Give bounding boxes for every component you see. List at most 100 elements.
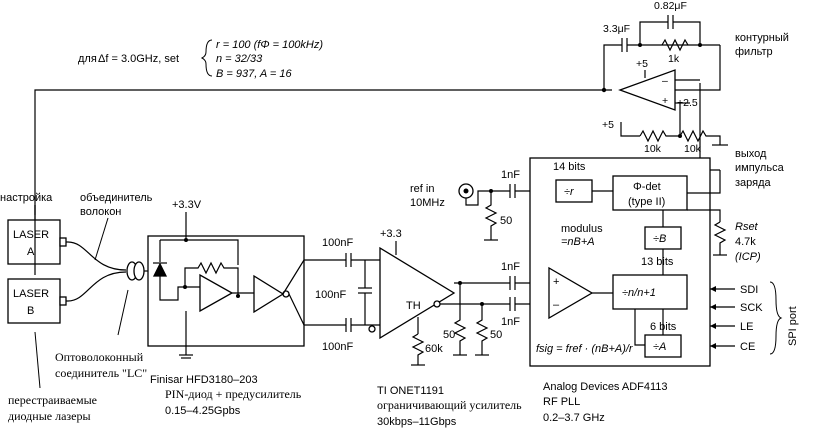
arrow: [710, 304, 716, 310]
resistor-50-b: [475, 304, 489, 355]
inverting-input: [368, 325, 376, 333]
header-eq-b: B = 937, A = 16: [216, 68, 293, 80]
cap-1nf-b-label: 1nF: [501, 316, 520, 328]
fiber-b: [60, 271, 127, 302]
wire: [603, 44, 622, 90]
phase-det-label-1: Φ-det: [633, 181, 661, 193]
div-b-label: ÷B: [653, 233, 666, 245]
combiner-label-1: объединитель: [80, 192, 153, 204]
laser-a-port: [59, 237, 67, 247]
adf-name: Analog Devices ADF4113: [543, 381, 668, 393]
laser-a-label-1: LASER: [13, 229, 49, 241]
laser-b-label-2: B: [27, 305, 34, 317]
loop-filter-label-1: контурный: [735, 32, 789, 44]
ti-range: 30kbps–11Gbps: [377, 416, 457, 428]
opamp-supply: +5: [636, 58, 648, 70]
phase-detector-block: [612, 175, 688, 211]
spi-brace: [769, 281, 783, 355]
modulus-label-2: =nB+A: [561, 236, 595, 248]
resistor-50-ref: [484, 191, 498, 240]
header-prefix: для: [78, 53, 97, 65]
rset-label-3: (ICP): [735, 251, 761, 263]
div-n-block: [612, 274, 688, 310]
pulse-out-label-3: заряда: [735, 177, 772, 189]
tunable-label-1: перестраиваемые: [8, 393, 97, 407]
rset-label-1: Rset: [735, 221, 759, 233]
wire: [465, 190, 510, 206]
div-n-label: ÷n/n+1: [622, 287, 656, 299]
laser-a-label-2: A: [27, 246, 35, 258]
adf-range: 0.2–3.7 GHz: [543, 412, 605, 424]
resistor-1k: [661, 38, 689, 52]
resistor-10k-b-label: 10k: [684, 143, 702, 155]
junction-dot: [236, 294, 240, 298]
div-r-label: ÷r: [564, 186, 575, 198]
phase-det-label-2: (type II): [628, 196, 665, 208]
finisar-supply: +3.3V: [172, 199, 202, 211]
laser-b-port: [59, 296, 67, 306]
arrow: [710, 286, 716, 292]
wire: [675, 45, 721, 91]
rf-input-amp: [548, 266, 594, 320]
amp-minus: –: [553, 299, 560, 311]
ref-25-label: +2.5: [677, 97, 698, 109]
spi-sck: SCK: [740, 302, 763, 314]
div-r-block: [555, 179, 593, 203]
laser-b-label-1: LASER: [13, 288, 49, 300]
div-a-label: ÷A: [653, 341, 666, 353]
lc-connector: [133, 261, 145, 281]
laser-a-box: [7, 219, 61, 265]
spi-sdi: SDI: [740, 284, 758, 296]
resistor-rset: [713, 221, 727, 255]
adf-section: 14 bits ÷r Φ-det (type II) modulus =nB+A…: [529, 157, 761, 424]
loop-filter-label-2: фильтр: [735, 46, 773, 58]
ref-input: ref in 10MHz 50 1nF: [410, 169, 556, 241]
spi-port-label: SPI port: [787, 306, 799, 346]
fiber-a: [60, 241, 127, 271]
ref-in-label-1: ref in: [410, 183, 434, 195]
cap-082u-label: 0.82μF: [654, 0, 687, 12]
finisar-feedback-resistor: [184, 261, 239, 296]
bits13-label: 13 bits: [641, 256, 674, 268]
limiting-amp: [379, 246, 456, 340]
opamp-minus: –: [662, 75, 668, 87]
inverting-output: [433, 300, 441, 308]
finisar-desc: PIN-диод + предусилитель: [165, 387, 302, 401]
resistor-50-a: [453, 283, 467, 355]
modulus-label-1: modulus: [561, 223, 603, 235]
wire: [673, 21, 701, 45]
wire: [687, 209, 721, 222]
cap-1nf-ref-label: 1nF: [501, 169, 520, 181]
resistor-10k-b: [679, 129, 721, 145]
combiner-label-2: волокон: [80, 206, 121, 218]
rset-label-2: 4.7k: [735, 236, 756, 248]
resistor-1k-label: 1k: [668, 53, 680, 65]
combiner-pointer: [94, 217, 109, 261]
wire: [288, 293, 346, 326]
header-eq-r: r = 100 (fΦ = 100kHz): [216, 39, 323, 51]
finisar-driver-amp: [253, 274, 285, 314]
ref-in-label-2: 10MHz: [410, 197, 445, 209]
bits14-label: 14 bits: [553, 161, 586, 173]
wire: [639, 21, 668, 45]
fiber-conn-label-1: Оптоволоконный: [55, 350, 144, 364]
connector-pointer: [117, 289, 129, 336]
tunable-label-2: диодные лазеры: [8, 409, 91, 423]
junction-dot: [698, 43, 702, 47]
resistor-60k-label: 60k: [425, 343, 443, 355]
header-delta-f: Δf = 3.0GHz, set: [98, 53, 179, 65]
finisar-range: 0.15–4.25Gpbs: [165, 405, 241, 417]
fsig-formula: fsig = fref · (nB+A)/r: [536, 343, 634, 355]
pulse-out-label-1: выход: [735, 148, 767, 160]
resistor-10k-a-label: 10k: [644, 143, 662, 155]
junction-dot: [638, 43, 642, 47]
ti-section: +3.3 TH 60k TI ONET1191 ограничивающий у…: [368, 228, 522, 428]
wire: [687, 170, 721, 194]
header-eq-n: n = 32/33: [216, 53, 263, 65]
arrow: [710, 323, 716, 329]
laser-section: настройка LASER A LASER B объединитель в…: [0, 192, 158, 423]
resistor-50-ref-label: 50: [500, 215, 512, 227]
tia-amp: [199, 273, 234, 313]
header-brace: [200, 39, 213, 77]
